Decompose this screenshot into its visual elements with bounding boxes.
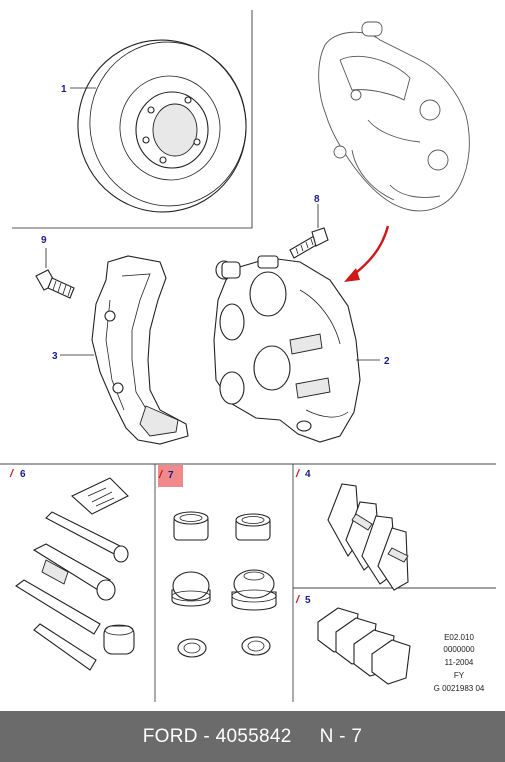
dust-boot-right: [231, 569, 277, 611]
part-number: 4055842: [215, 725, 292, 747]
kit-5-slash: /: [295, 594, 301, 606]
footer-separator: -: [197, 725, 216, 747]
callout-8: 8: [314, 194, 320, 205]
ref-fy: FY: [454, 671, 465, 680]
kit-4-slash: /: [295, 468, 301, 480]
dust-boot-left: [171, 571, 211, 607]
ref-code: E02.010: [444, 633, 474, 642]
kit-7-highlight: [158, 465, 183, 487]
callout-3: 3: [52, 351, 58, 362]
seal-ring-right: [241, 636, 271, 656]
kit-4-label: 4: [305, 469, 311, 480]
diagram-position: N - 7: [319, 725, 363, 747]
assembly-arrow: [344, 225, 390, 282]
bushing-left: [173, 511, 209, 541]
part-info-bar: FORD - 4055842 N - 7: [0, 711, 505, 762]
diagram-reference: E02.010 0000000 11-2004 FY G 0021983 04: [434, 633, 485, 693]
ref-zeros: 0000000: [443, 645, 475, 654]
kit-6-guide-pins: / 6: [9, 468, 135, 671]
brand-name: FORD: [142, 725, 198, 747]
kit-6-slash: /: [9, 468, 15, 480]
caliper-bracket-3: [91, 255, 189, 445]
callout-2: 2: [384, 356, 390, 367]
disc-panel-frame: [12, 10, 253, 229]
brake-caliper-exploded-diagram: 1 8 9 3: [0, 10, 496, 702]
caliper-ghost-view: [318, 21, 470, 212]
bushing-right: [235, 513, 271, 541]
kit-5-label: 5: [305, 595, 311, 606]
callout-1: 1: [61, 84, 67, 95]
ref-drawing-number: G 0021983 04: [434, 684, 485, 693]
brake-disc: [77, 39, 247, 213]
kit-6-label: 6: [20, 469, 26, 480]
bolt-9: 9: [35, 235, 75, 299]
kit-7-label: 7: [168, 470, 174, 481]
caliper-housing-2: [213, 255, 361, 443]
kit-7-seals: / 7: [158, 465, 277, 658]
seal-ring-left: [177, 638, 207, 658]
brake-disc-panel: 1: [12, 10, 253, 229]
kit-4-brake-pads: / 4: [295, 468, 409, 591]
kit-7-slash: /: [158, 469, 164, 481]
bolt-8: 8: [289, 194, 329, 259]
footer-gap: [292, 726, 320, 748]
callout-9: 9: [41, 235, 47, 246]
ref-date: 11-2004: [445, 658, 474, 667]
kit-5-brake-pads: / 5: [295, 594, 411, 685]
